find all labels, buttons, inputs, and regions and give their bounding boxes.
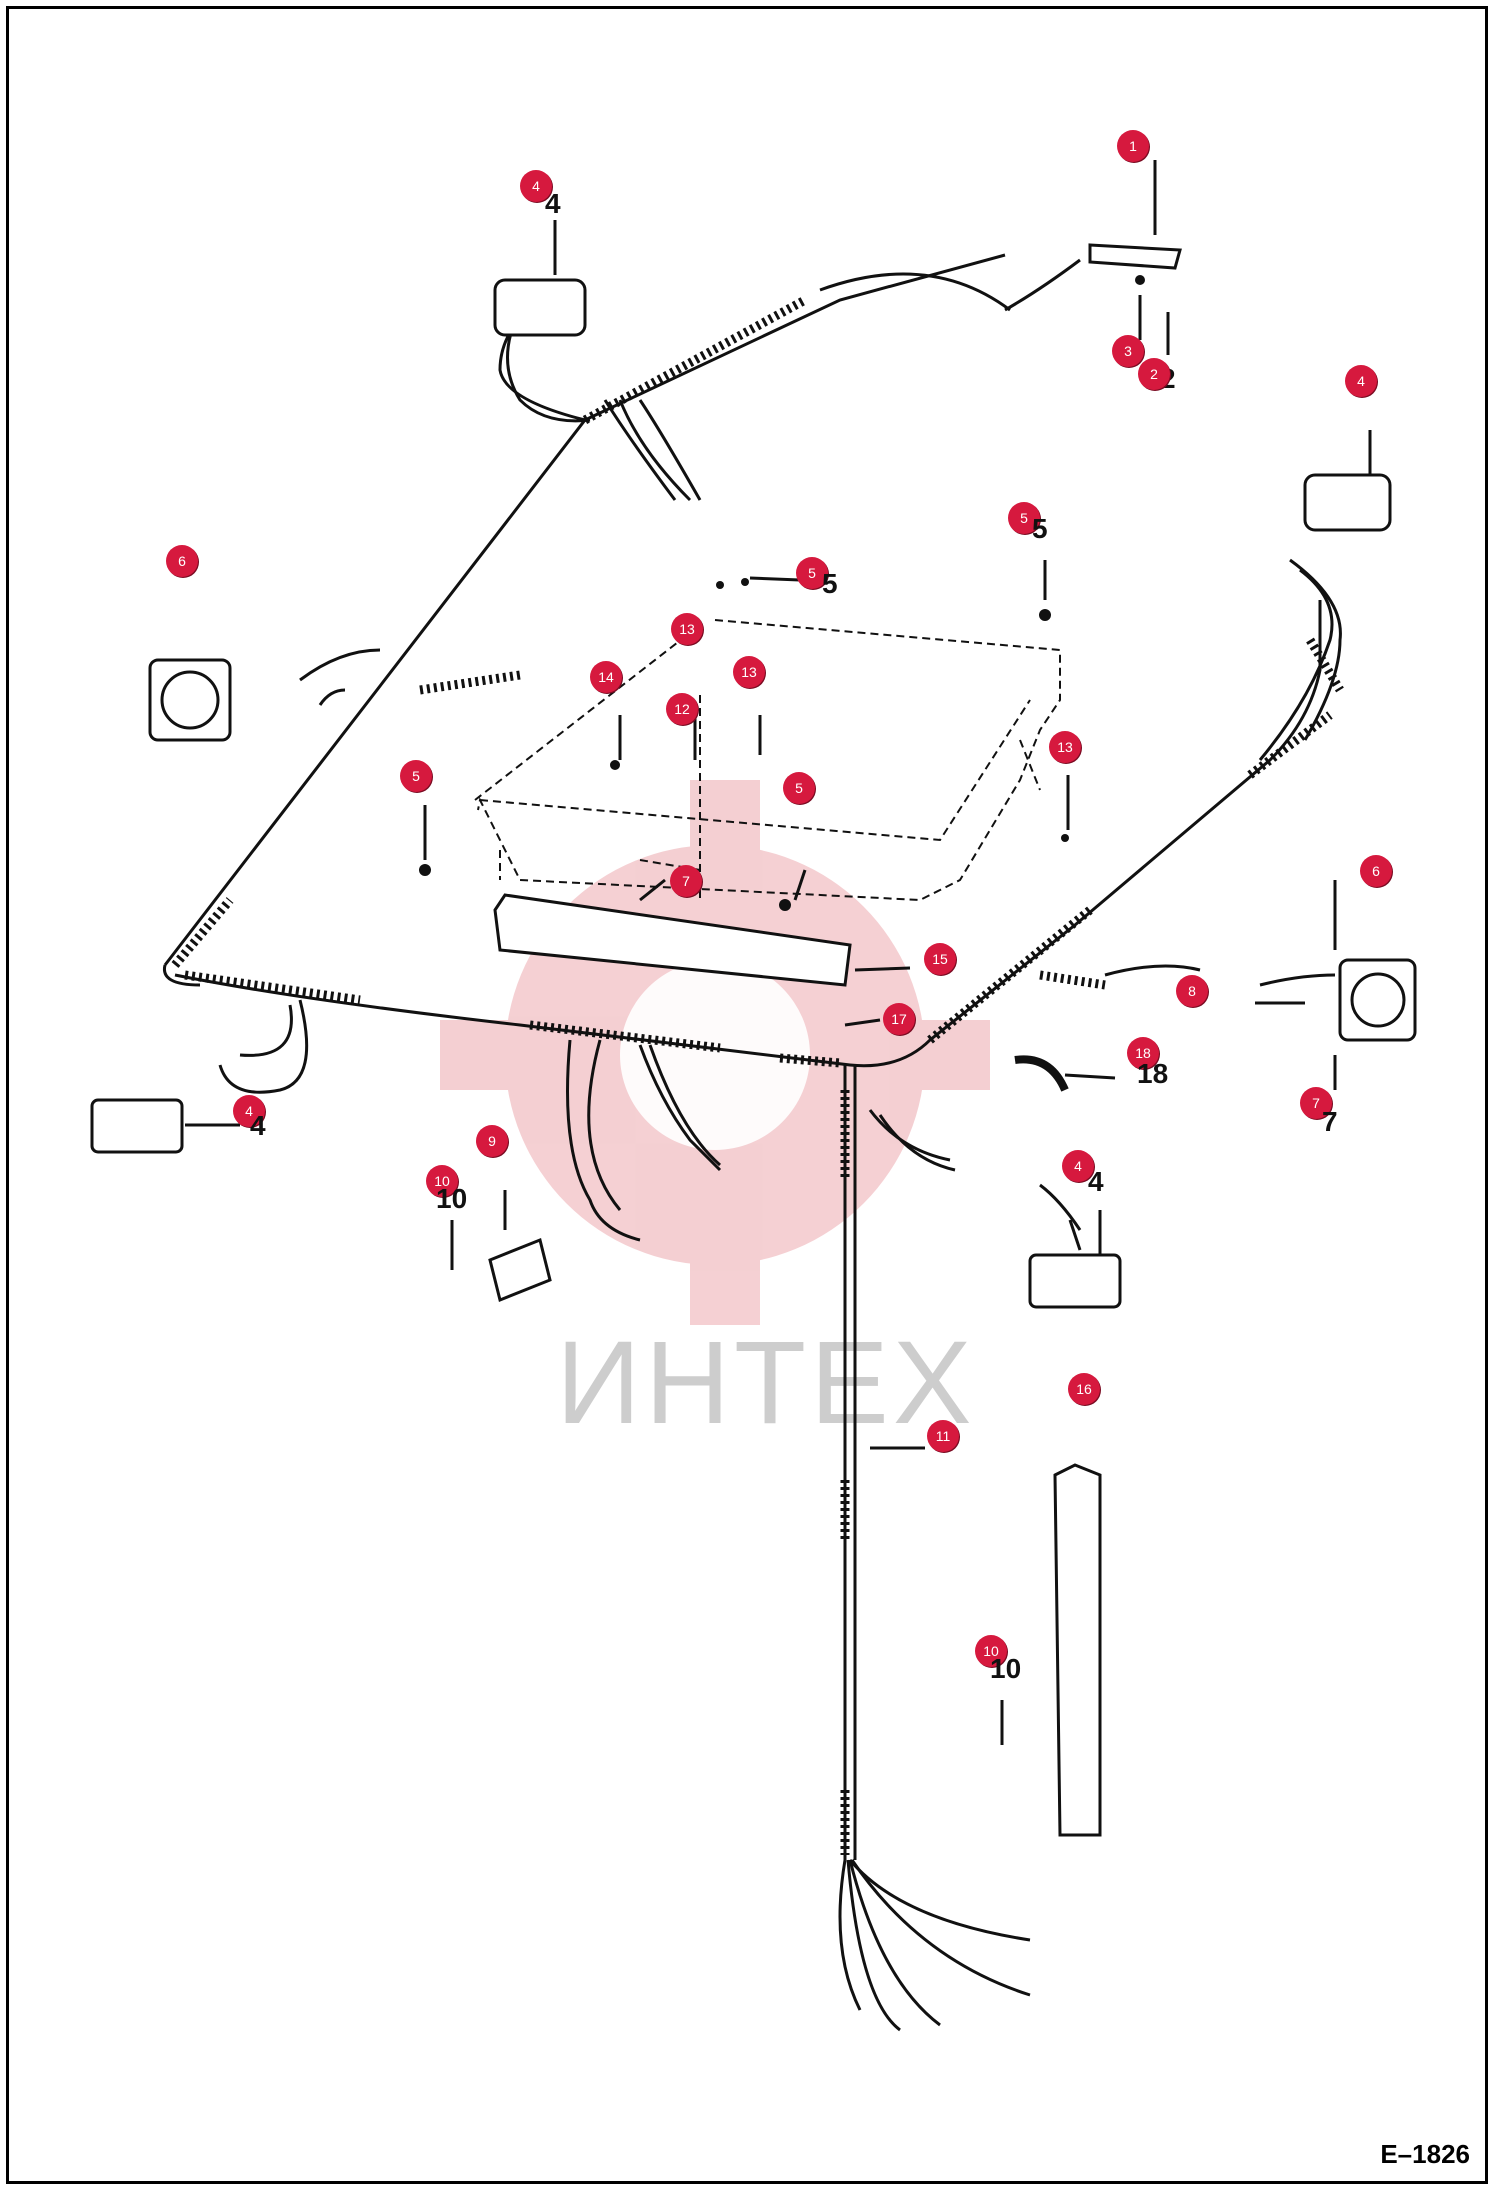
harness-front bbox=[174, 600, 1322, 1068]
main-harness bbox=[163, 253, 1006, 966]
watermark-text: ИНТЕХ bbox=[556, 1317, 976, 1449]
callout-4-front-right[interactable]: 4 bbox=[1062, 1150, 1094, 1182]
callout-number: 5 bbox=[808, 565, 816, 581]
bar-part-15 bbox=[493, 893, 852, 987]
part-label: 4 bbox=[250, 1110, 266, 1141]
callout-number: 9 bbox=[488, 1133, 496, 1149]
part-label: 10 bbox=[990, 1653, 1022, 1684]
callout-8[interactable]: 8 bbox=[1176, 975, 1208, 1007]
callout-12[interactable]: 12 bbox=[666, 693, 698, 725]
work-light-front-right bbox=[1028, 1253, 1122, 1309]
callout-13-top[interactable]: 13 bbox=[671, 613, 703, 645]
callout-number: 11 bbox=[935, 1428, 951, 1444]
callout-5-right[interactable]: 5 bbox=[1008, 502, 1040, 534]
callout-number: 4 bbox=[532, 178, 540, 194]
callout-number: 13 bbox=[679, 621, 695, 637]
part-label: 5 bbox=[822, 568, 838, 599]
callout-3[interactable]: 3 bbox=[1112, 335, 1144, 367]
callout-number: 5 bbox=[412, 768, 420, 784]
callout-4-right[interactable]: 4 bbox=[1345, 365, 1377, 397]
callout-number: 17 bbox=[891, 1011, 907, 1027]
callout-4-front-left[interactable]: 4 bbox=[233, 1095, 265, 1127]
callout-14[interactable]: 14 bbox=[590, 661, 622, 693]
callout-13-right[interactable]: 13 bbox=[1049, 731, 1081, 763]
callout-number: 5 bbox=[1020, 510, 1028, 526]
callout-5-left[interactable]: 5 bbox=[400, 760, 432, 792]
part-label: 4 bbox=[1088, 1166, 1104, 1197]
part-label: 5 bbox=[1032, 513, 1048, 544]
figure-code: E–1826 bbox=[1380, 2139, 1470, 2169]
callout-number: 14 bbox=[598, 669, 614, 685]
callout-10-left[interactable]: 10 bbox=[426, 1165, 458, 1197]
part-label: 4 bbox=[545, 188, 561, 219]
callout-13-mid[interactable]: 13 bbox=[733, 656, 765, 688]
callout-number: 1 bbox=[1129, 138, 1137, 154]
callout-number: 2 bbox=[1150, 366, 1158, 382]
callout-number: 4 bbox=[1357, 373, 1365, 389]
bracket-part-16 bbox=[1053, 1463, 1102, 1837]
callout-number: 13 bbox=[741, 664, 757, 680]
callout-7-center[interactable]: 7 bbox=[670, 865, 702, 897]
callout-number: 7 bbox=[682, 873, 690, 889]
callout-number: 5 bbox=[795, 780, 803, 796]
part-label: 10 bbox=[436, 1183, 468, 1214]
callout-number: 13 bbox=[1057, 739, 1073, 755]
callout-10-bracket[interactable]: 10 bbox=[975, 1635, 1007, 1667]
work-light-top bbox=[493, 278, 587, 337]
callout-number: 6 bbox=[1372, 863, 1380, 879]
part-label: 7 bbox=[1322, 1106, 1338, 1137]
switch-part-1 bbox=[1088, 243, 1182, 270]
callout-15[interactable]: 15 bbox=[924, 943, 956, 975]
callout-7-right[interactable]: 7 bbox=[1300, 1087, 1332, 1119]
part-label: 18 bbox=[1137, 1058, 1169, 1089]
diagram-frame bbox=[6, 6, 1488, 2184]
callout-16[interactable]: 16 bbox=[1068, 1373, 1100, 1405]
callout-5-center[interactable]: 5 bbox=[796, 557, 828, 589]
callout-number: 4 bbox=[245, 1103, 253, 1119]
callout-number: 3 bbox=[1124, 343, 1132, 359]
work-light-right bbox=[1303, 473, 1392, 532]
callout-number: 18 bbox=[1135, 1045, 1151, 1061]
callout-1[interactable]: 1 bbox=[1117, 130, 1149, 162]
callout-5-inner[interactable]: 5 bbox=[783, 772, 815, 804]
callout-6-right[interactable]: 6 bbox=[1360, 855, 1392, 887]
callout-number: 4 bbox=[1074, 1158, 1082, 1174]
callout-18[interactable]: 18 bbox=[1127, 1037, 1159, 1069]
callout-number: 12 bbox=[674, 701, 690, 717]
callout-number: 10 bbox=[434, 1173, 450, 1189]
callout-number: 15 bbox=[932, 951, 948, 967]
work-light-front-left bbox=[90, 1098, 184, 1154]
callout-number: 10 bbox=[983, 1643, 999, 1659]
callout-number: 16 bbox=[1076, 1381, 1092, 1397]
callout-4-top[interactable]: 4 bbox=[520, 170, 552, 202]
callout-2[interactable]: 2 bbox=[1138, 358, 1170, 390]
callout-6-left[interactable]: 6 bbox=[166, 545, 198, 577]
flasher-part-9 bbox=[488, 1237, 552, 1303]
callout-number: 7 bbox=[1312, 1095, 1320, 1111]
callout-11[interactable]: 11 bbox=[927, 1420, 959, 1452]
callout-17[interactable]: 17 bbox=[883, 1003, 915, 1035]
callout-number: 8 bbox=[1188, 983, 1196, 999]
grommet-part-18 bbox=[1014, 1055, 1069, 1092]
callout-number: 6 bbox=[178, 553, 186, 569]
callout-9[interactable]: 9 bbox=[476, 1125, 508, 1157]
